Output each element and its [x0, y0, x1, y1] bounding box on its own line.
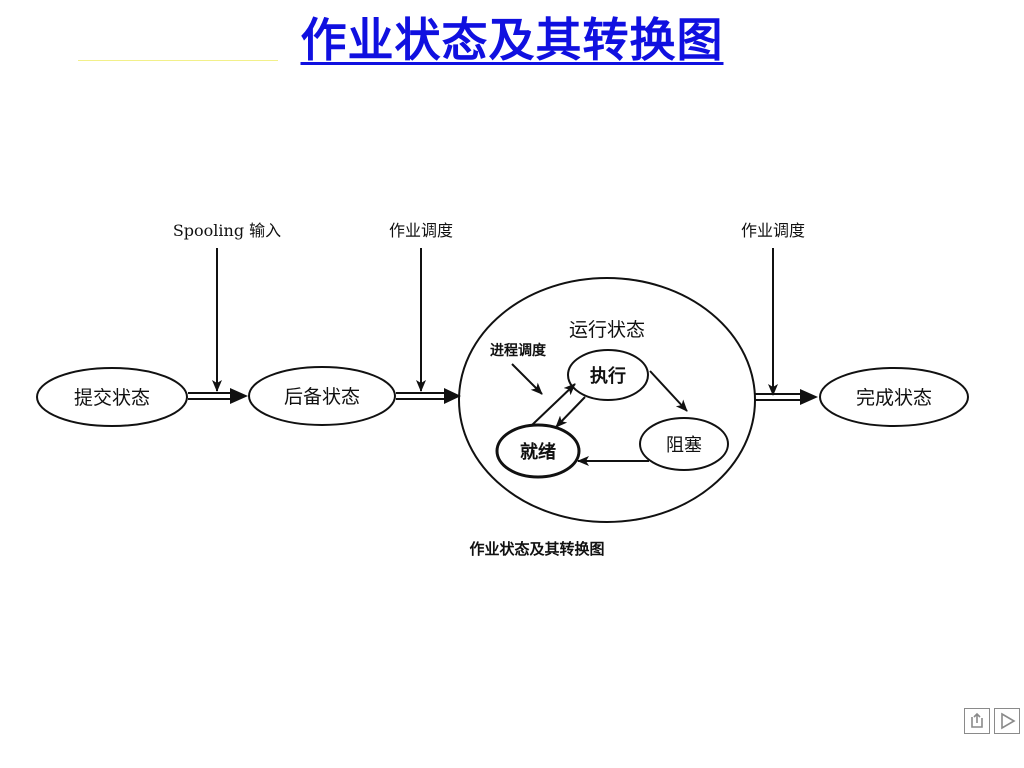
backup-state-node [248, 366, 396, 426]
submit-state-node [36, 367, 188, 427]
job-schedule-in-label: 作业调度 [389, 221, 453, 240]
blocked-state-node [639, 417, 729, 471]
diagram-caption: 作业状态及其转换图 [469, 540, 604, 558]
complete-state-node [819, 367, 969, 427]
ready-to-execute-arrow [531, 383, 576, 426]
process-schedule-label: 进程调度 [490, 342, 547, 359]
backup-state-label: 后备状态 [284, 386, 360, 408]
job-schedule-out-label: 作业调度 [741, 221, 805, 240]
submit-to-backup-arrowhead [230, 388, 248, 404]
backup-to-running-arrowhead [444, 388, 461, 404]
submit-state-label: 提交状态 [74, 387, 150, 409]
spooling-input-label: Spooling 输入 [173, 221, 281, 240]
running-to-complete-arrowhead [800, 389, 818, 405]
page-title: 作业状态及其转换图 [300, 13, 724, 67]
return-button[interactable] [964, 708, 990, 734]
execute-to-blocked-arrow [649, 370, 688, 412]
running-state-label: 运行状态 [569, 319, 645, 341]
return-icon [971, 712, 983, 728]
process-schedule-arrow [511, 363, 543, 395]
title-underline-decoration [78, 60, 278, 61]
play-next-icon [1001, 712, 1016, 730]
ready-state-label: 就绪 [520, 441, 556, 463]
execute-state-node [567, 349, 649, 401]
next-button[interactable] [994, 708, 1020, 734]
ready-state-node [495, 423, 581, 479]
blocked-state-label: 阻塞 [666, 435, 702, 456]
execute-to-ready-arrow [555, 396, 586, 428]
execute-state-label: 执行 [590, 365, 626, 387]
complete-state-label: 完成状态 [856, 387, 932, 409]
